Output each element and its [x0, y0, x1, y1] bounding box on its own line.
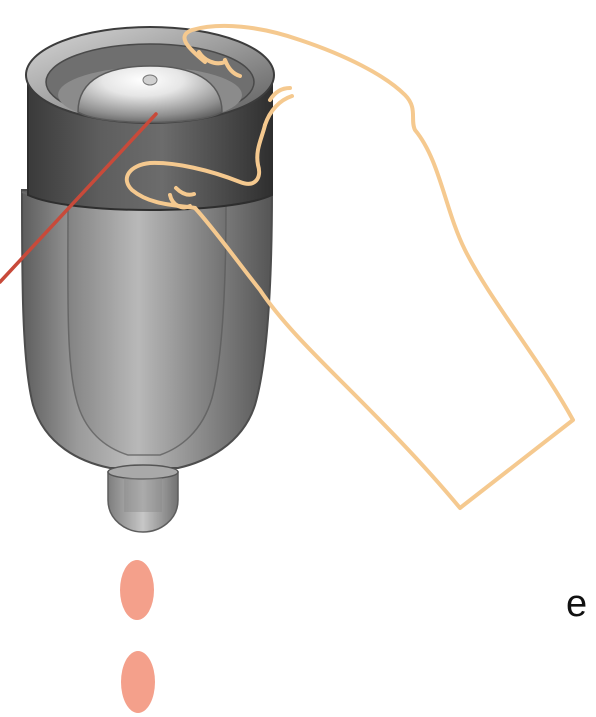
press-dome: [77, 65, 223, 124]
droplet-icon: [121, 651, 155, 713]
droplet-icon: [120, 560, 154, 620]
dropper-tip: [107, 464, 179, 533]
droplets: [120, 560, 155, 713]
bottle-body: [20, 189, 274, 469]
edge-label-fragment: e: [566, 583, 588, 625]
pointer-line: [0, 112, 158, 284]
hand-outline-icon: [124, 23, 575, 510]
